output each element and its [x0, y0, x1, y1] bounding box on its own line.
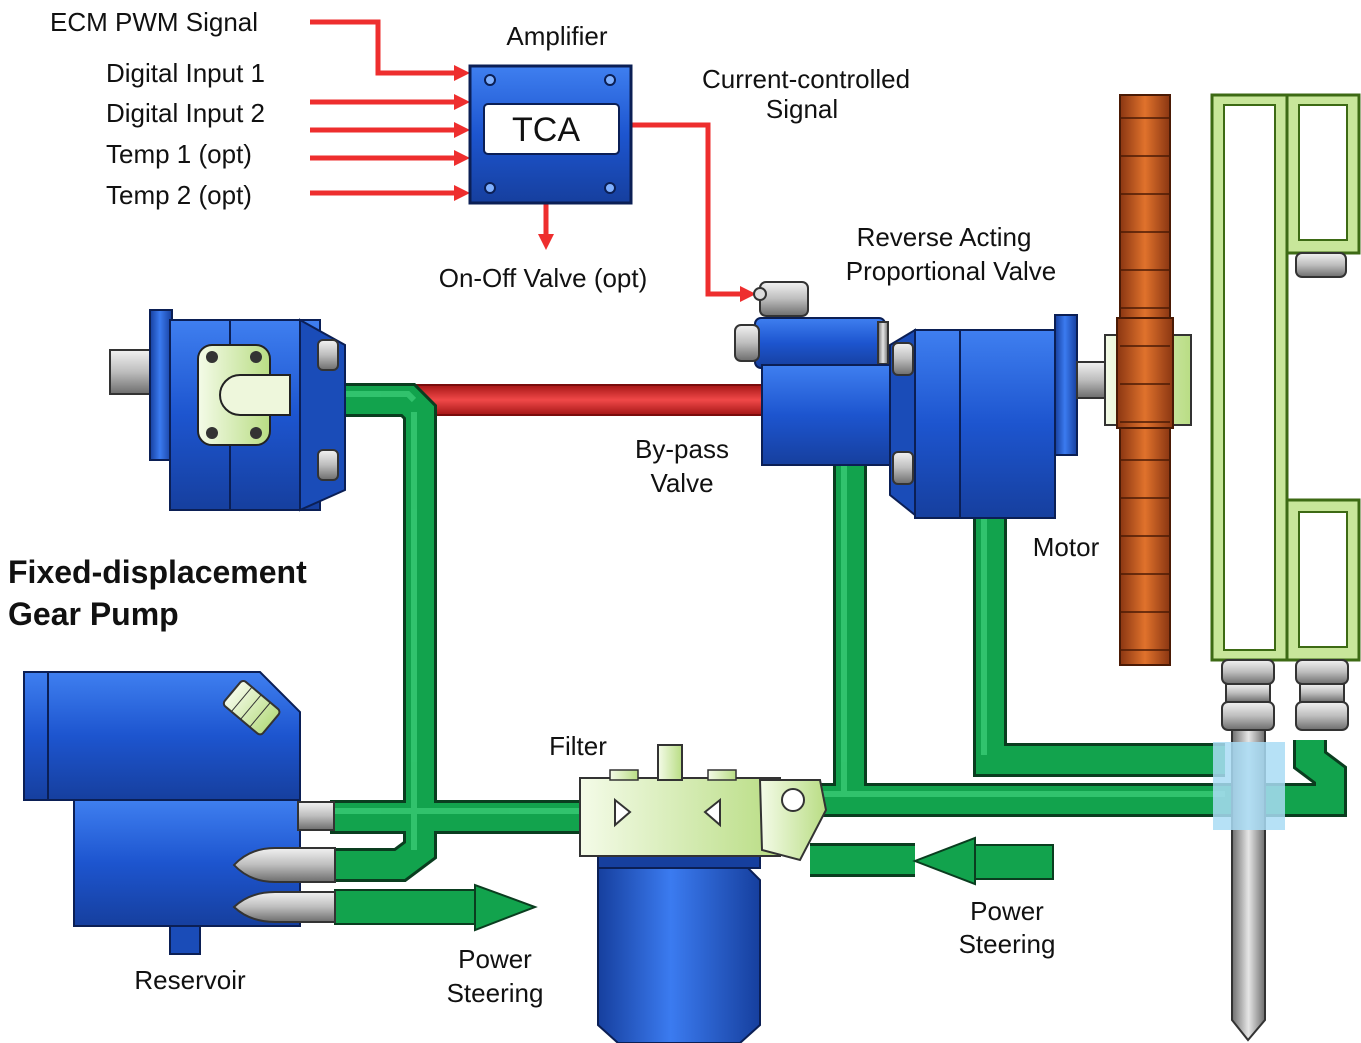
power-steering-right-line1: Power	[970, 896, 1044, 926]
ecm-pwm-label: ECM PWM Signal	[50, 7, 258, 37]
digital-input-1-label: Digital Input 1	[106, 58, 265, 88]
power-steering-right-line2: Steering	[959, 929, 1056, 959]
signal-arrowheads	[454, 65, 756, 302]
on-off-valve-label: On-Off Valve (opt)	[439, 263, 648, 293]
gear-pump	[109, 309, 346, 512]
bypass-valve-label-line2: Valve	[650, 468, 713, 498]
bypass-valve	[761, 364, 893, 466]
motor-label: Motor	[1033, 532, 1100, 562]
fan	[1116, 94, 1174, 666]
power-steering-arrow-right	[912, 836, 1054, 886]
current-signal-label-line1: Current-controlled	[702, 64, 910, 94]
input-labels: ECM PWM Signal Digital Input 1 Digital I…	[50, 7, 265, 210]
temp-1-label: Temp 1 (opt)	[106, 139, 252, 169]
proportional-valve-label-line2: Proportional Valve	[846, 256, 1057, 286]
pump-title-line2: Gear Pump	[8, 596, 179, 632]
amplifier-label: Amplifier	[506, 21, 607, 51]
signal-wires	[310, 19, 742, 297]
power-steering-left-line2: Steering	[447, 978, 544, 1008]
pressure-hose-red	[399, 384, 771, 416]
ecm-pwm-wire	[310, 19, 455, 76]
tca-label: TCA	[512, 111, 580, 149]
bypass-valve-label-line1: By-pass	[635, 434, 729, 464]
reservoir-label: Reservoir	[134, 965, 246, 995]
power-steering-arrow-left	[334, 883, 538, 932]
filter	[579, 744, 828, 1043]
reservoir	[23, 671, 336, 955]
proportional-valve-label-line1: Reverse Acting	[857, 222, 1032, 252]
proportional-valve	[734, 281, 889, 369]
tca-amplifier: TCA	[468, 64, 633, 205]
current-signal-label-line2: Signal	[766, 94, 838, 124]
hoses	[270, 383, 1347, 882]
oil-cooler	[1210, 93, 1361, 1042]
filter-label: Filter	[549, 731, 607, 761]
pump-title-line1: Fixed-displacement	[8, 554, 307, 590]
digital-input-2-label: Digital Input 2	[106, 98, 265, 128]
temp-2-label: Temp 2 (opt)	[106, 180, 252, 210]
current-controlled-signal-wire	[632, 122, 742, 297]
power-steering-left-line1: Power	[458, 944, 532, 974]
